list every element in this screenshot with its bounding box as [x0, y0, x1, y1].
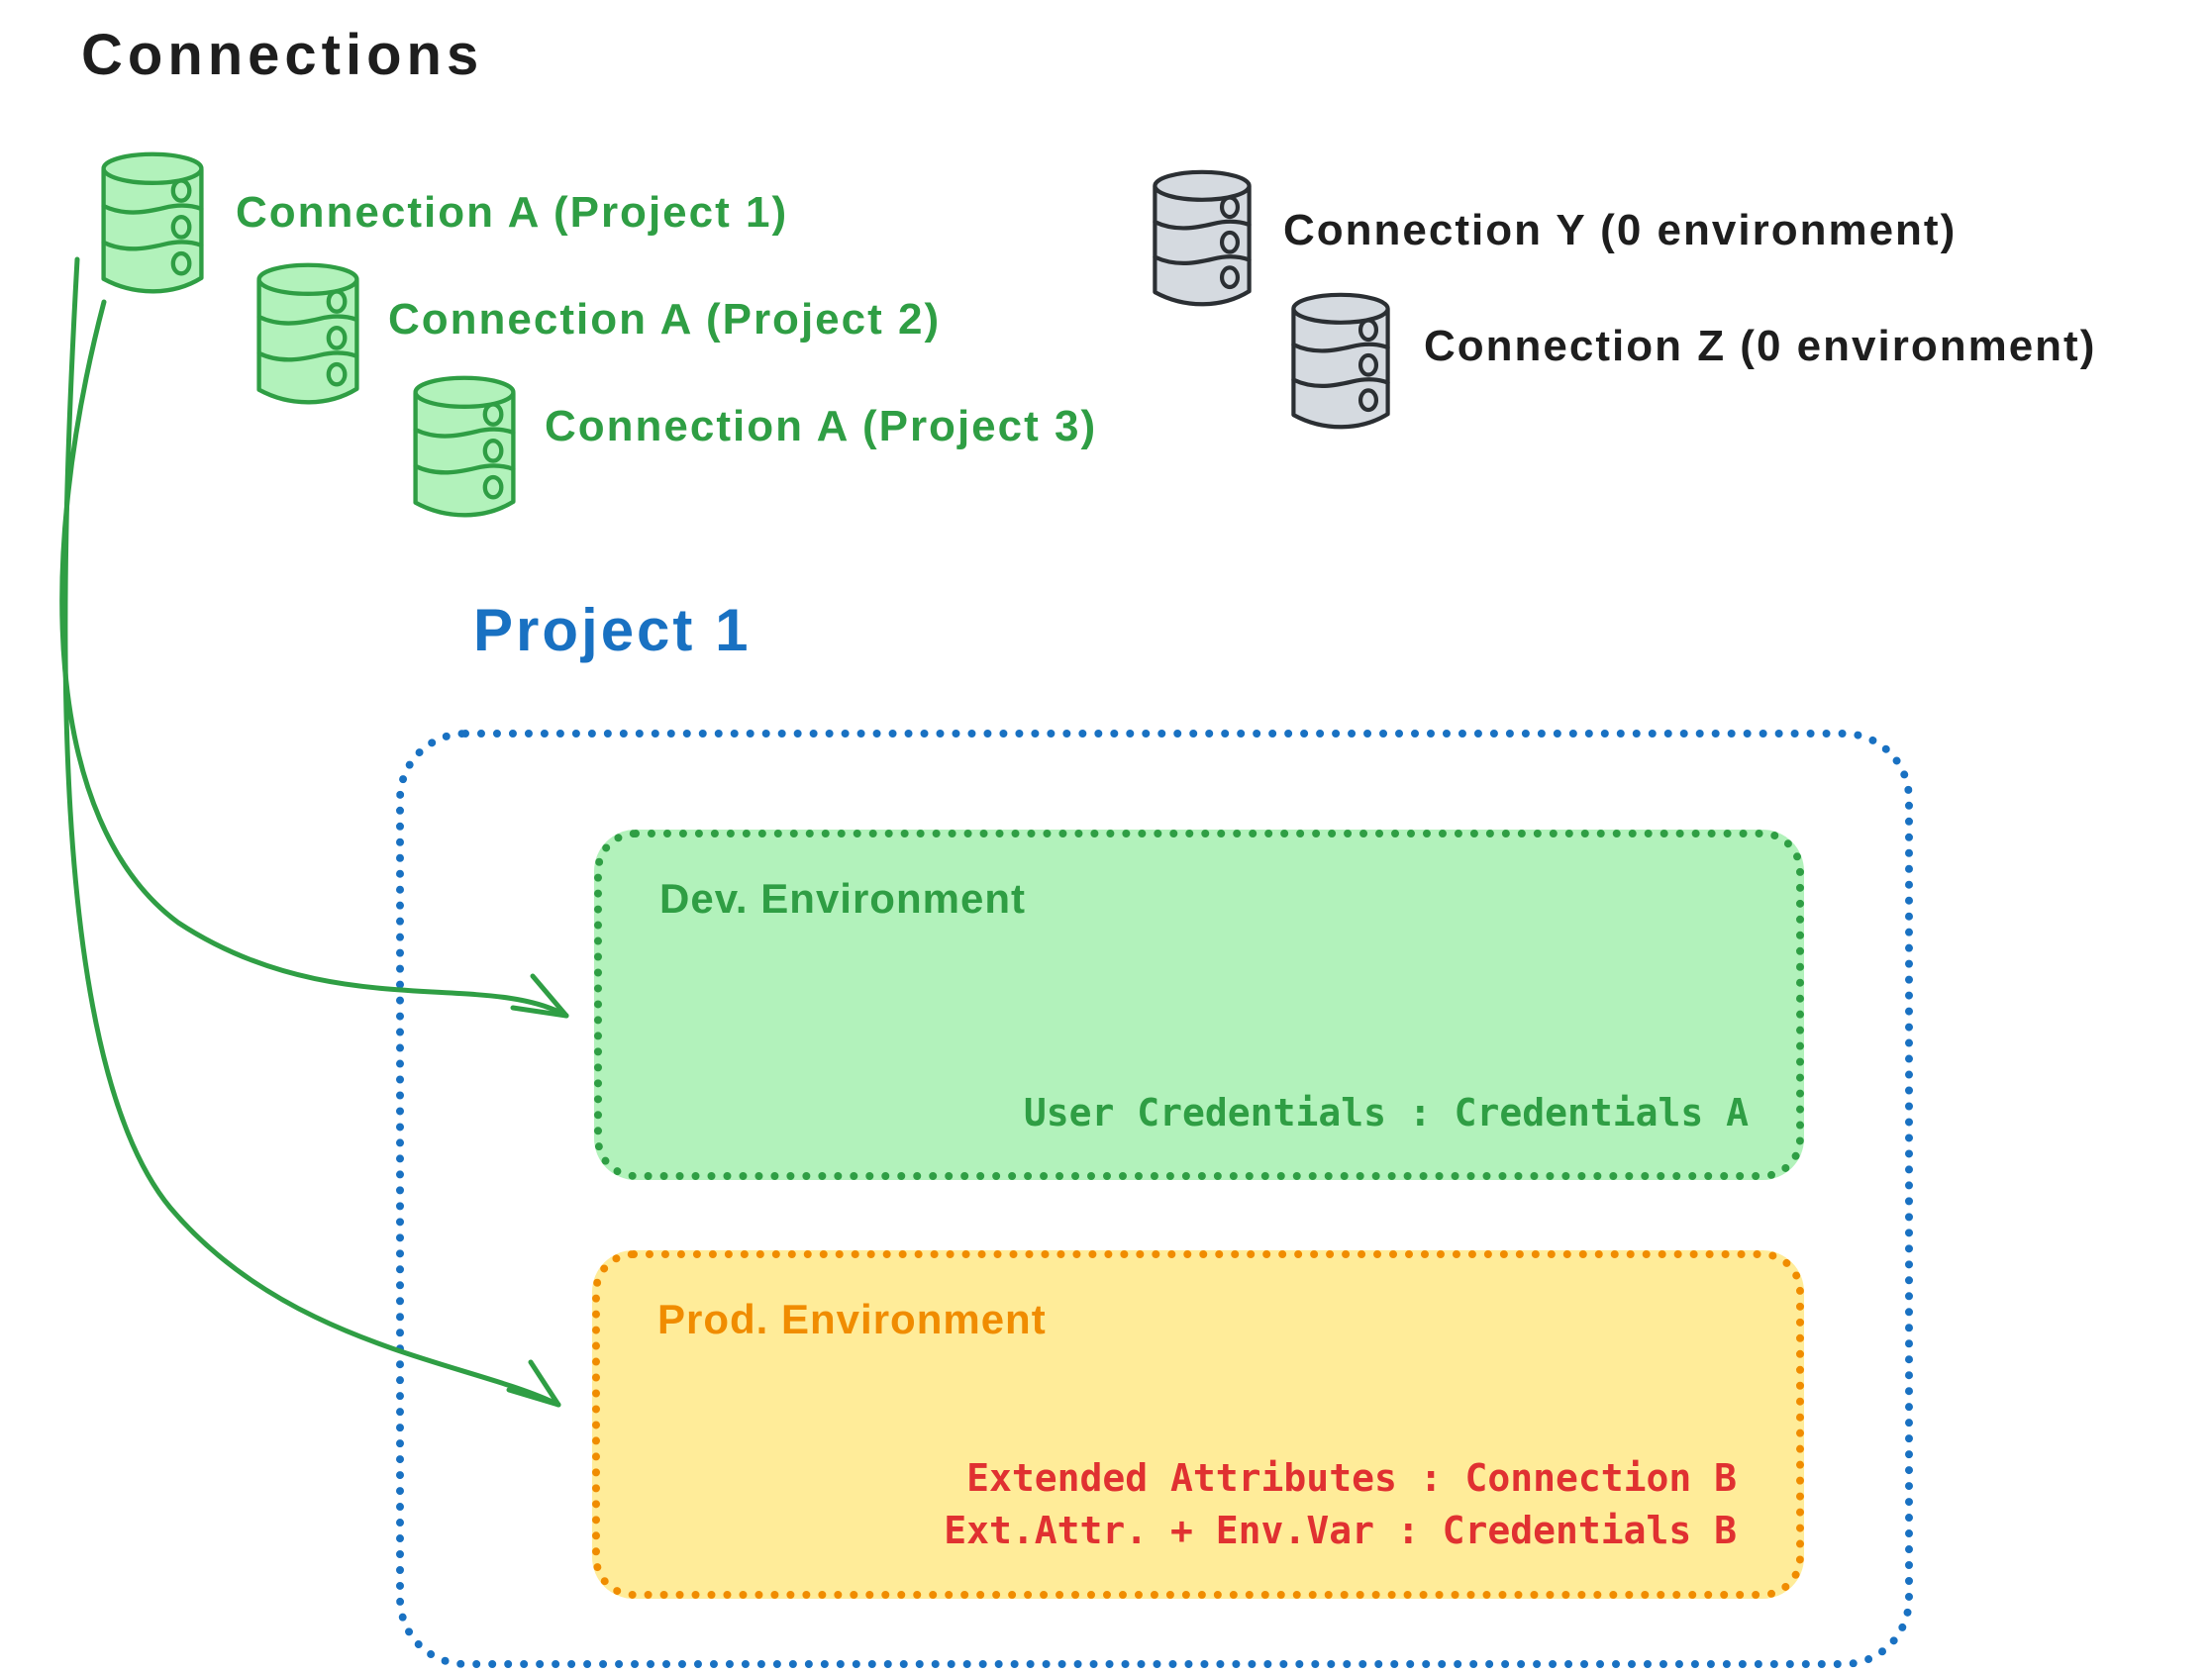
dev-environment-box: Dev. Environment User Credentials : Cred…	[594, 830, 1804, 1180]
prod-mapping-line-2: Ext.Attr. + Env.Var : Credentials B	[944, 1508, 1737, 1552]
connection-y-label: Connection Y (0 environment)	[1283, 206, 1958, 254]
connection-a-project-3-label: Connection A (Project 3)	[545, 402, 1098, 450]
database-icon-connection-a-project-1	[94, 147, 211, 300]
prod-mappings: Extended Attributes : Connection B Ext.A…	[944, 1452, 1737, 1557]
prod-environment-title: Prod. Environment	[657, 1296, 1047, 1342]
database-icon-connection-z	[1285, 287, 1396, 436]
connection-a-project-2-label: Connection A (Project 2)	[388, 295, 942, 344]
connection-z-label: Connection Z (0 environment)	[1424, 322, 2097, 370]
dev-environment-title: Dev. Environment	[659, 875, 1026, 922]
database-icon-connection-a-project-2	[250, 257, 366, 411]
database-icon-connection-a-project-3	[406, 370, 523, 524]
prod-environment-box: Prod. Environment Extended Attributes : …	[592, 1250, 1804, 1599]
project-1-title: Project 1	[473, 597, 752, 663]
connection-a-project-1-label: Connection A (Project 1)	[236, 188, 789, 237]
database-icon-connection-y	[1147, 164, 1257, 313]
dev-credentials-mapping: User Credentials : Credentials A	[1023, 1091, 1749, 1134]
prod-mapping-line-1: Extended Attributes : Connection B	[966, 1455, 1737, 1500]
diagram-title: Connections	[81, 23, 484, 87]
